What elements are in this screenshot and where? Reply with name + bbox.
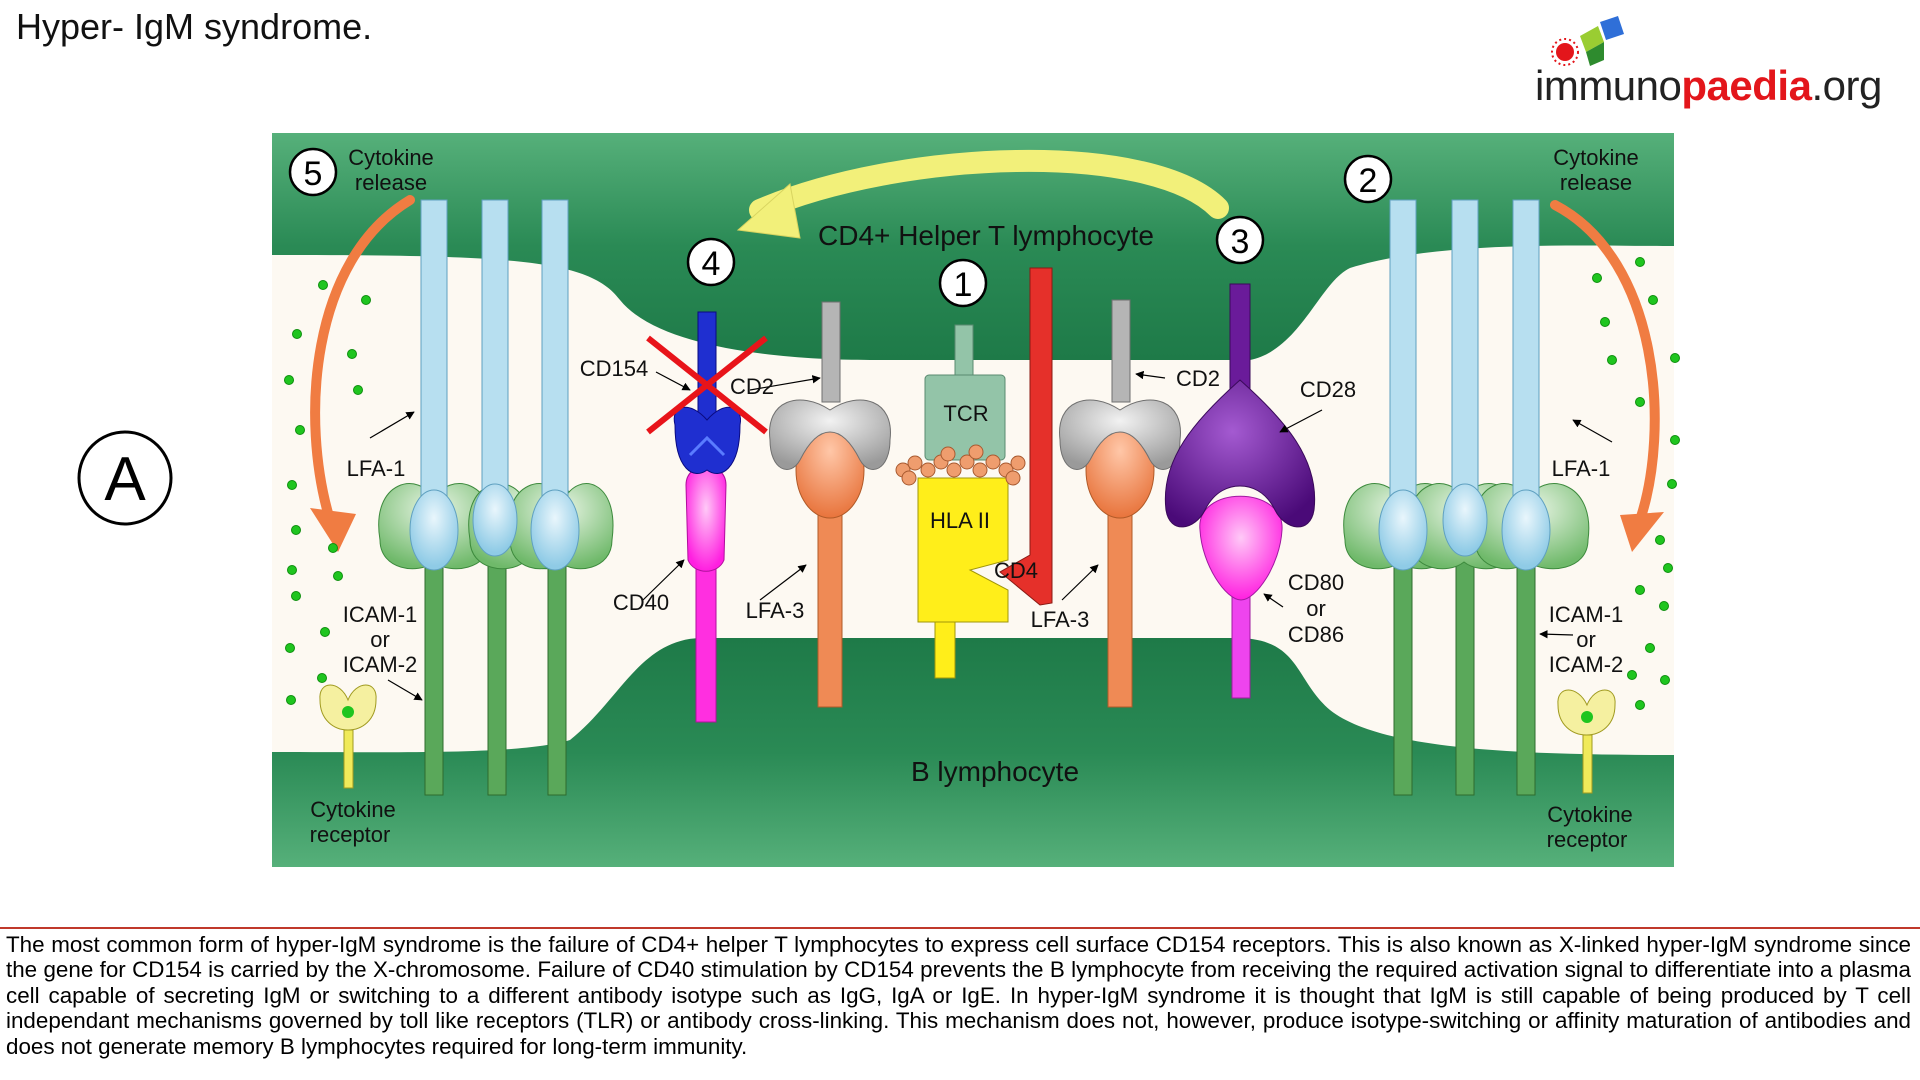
lfa1-left-label: LFA-1 [347,456,406,481]
step-circle-3: 3 [1215,215,1265,265]
logo-wordmark: immunopaedia.org [1535,62,1882,110]
left-cd2-molecule [769,301,891,470]
page-title: Hyper- IgM syndrome. [16,6,373,47]
right-cd2-molecule [1059,299,1181,470]
immunopaedia-logo[interactable]: immunopaedia.org [1520,8,1910,109]
right-icam-cluster [1343,483,1590,796]
t-cell-label: CD4+ Helper T lymphocyte [818,220,1154,251]
cd4-label: CD4 [994,558,1038,583]
lfa1-right-label: LFA-1 [1552,456,1611,481]
pointer-arrows [369,370,1613,701]
cd154-cross-icon [646,335,768,435]
cd4-molecule [999,267,1053,606]
step-circle-2: 2 [1343,154,1393,204]
molecule-labels: Cytokine release Cytokine release LFA-1 … [310,145,1639,852]
logo-part-1: immuno [1535,62,1682,109]
logo-cubes-icon [1551,16,1624,66]
right-lfa3-molecule [1085,421,1155,708]
panel-label-a-text: A [104,445,146,514]
logo-part-3: .org [1811,62,1882,109]
icam-left-line3: ICAM-2 [343,652,418,677]
cytokine-receptor-left-line2: receptor [310,822,391,847]
cytokine-receptor-right-line1: Cytokine [1547,802,1633,827]
cytokine-release-left-line2: release [355,170,427,195]
cd80-line2: or [1306,596,1326,621]
left-cytokine-arrow-head [310,508,356,552]
right-cytokine-receptor [1557,689,1616,794]
step-circle-2-text: 2 [1359,162,1378,200]
right-cytokine-arrow-head [1620,512,1664,552]
panel-label-a: A [77,430,173,526]
cd2-left-label: CD2 [730,374,774,399]
step-circle-1-text: 1 [954,266,973,304]
cytokine-release-right-line2: release [1560,170,1632,195]
step-circle-5: 5 [288,147,338,197]
hla2-molecule [917,477,1009,679]
b-cell-membrane [272,638,1674,867]
signal-arrow-yellow-head [736,183,801,239]
left-cytokine-dots [284,280,371,705]
icam-right-line1: ICAM-1 [1549,602,1624,627]
icam-left-line2: or [370,627,390,652]
t-cell-membrane [272,133,1674,360]
tcr-label: TCR [943,401,988,426]
step-circle-4-text: 4 [702,245,721,283]
cd40-label: CD40 [613,590,669,615]
step-circle-5-text: 5 [304,155,323,193]
step-circle-3-text: 3 [1231,223,1250,261]
icam-right-line2: or [1576,627,1596,652]
logo-part-2: paedia [1681,62,1812,109]
hla2-label: HLA II [930,508,990,533]
cd80-line3: CD86 [1288,622,1344,647]
caption-divider [0,927,1920,929]
cd40-molecule [685,465,727,723]
right-lfa1-cluster [1378,199,1551,571]
caption-text: The most common form of hyper-IgM syndro… [6,932,1911,1059]
cd2-right-label: CD2 [1176,366,1220,391]
signal-arrow-yellow [749,149,1229,221]
cd154-molecule [673,311,741,474]
lfa3-left-label: LFA-3 [746,598,805,623]
peptide-beads [895,444,1026,486]
step-circle-4: 4 [686,237,736,287]
b-cell-label: B lymphocyte [911,756,1079,787]
step-circle-1: 1 [938,258,988,308]
left-cytokine-arrow [310,195,415,525]
icam-left-line1: ICAM-1 [343,602,418,627]
hyper-igm-diagram: CD4+ Helper T lymphocyte B lymphocyte A … [77,133,1680,867]
cytokine-release-right-line1: Cytokine [1553,145,1639,170]
cd80-line1: CD80 [1288,570,1344,595]
left-cytokine-receptor [319,684,377,789]
cd28-molecule [1164,283,1316,528]
cd80-molecule [1199,495,1283,699]
icam-right-line3: ICAM-2 [1549,652,1624,677]
right-cytokine-arrow [1550,200,1660,525]
cytokine-receptor-left-line1: Cytokine [310,797,396,822]
tcr-molecule [924,324,1006,461]
cytokine-release-left-line1: Cytokine [348,145,434,170]
left-lfa1-cluster [409,199,580,571]
lfa3-right-label: LFA-3 [1031,607,1090,632]
cd154-label: CD154 [580,356,648,381]
cd28-label: CD28 [1300,377,1356,402]
left-lfa3-molecule [795,421,865,708]
cytokine-receptor-right-line2: receptor [1547,827,1628,852]
right-cytokine-dots [1592,257,1680,710]
